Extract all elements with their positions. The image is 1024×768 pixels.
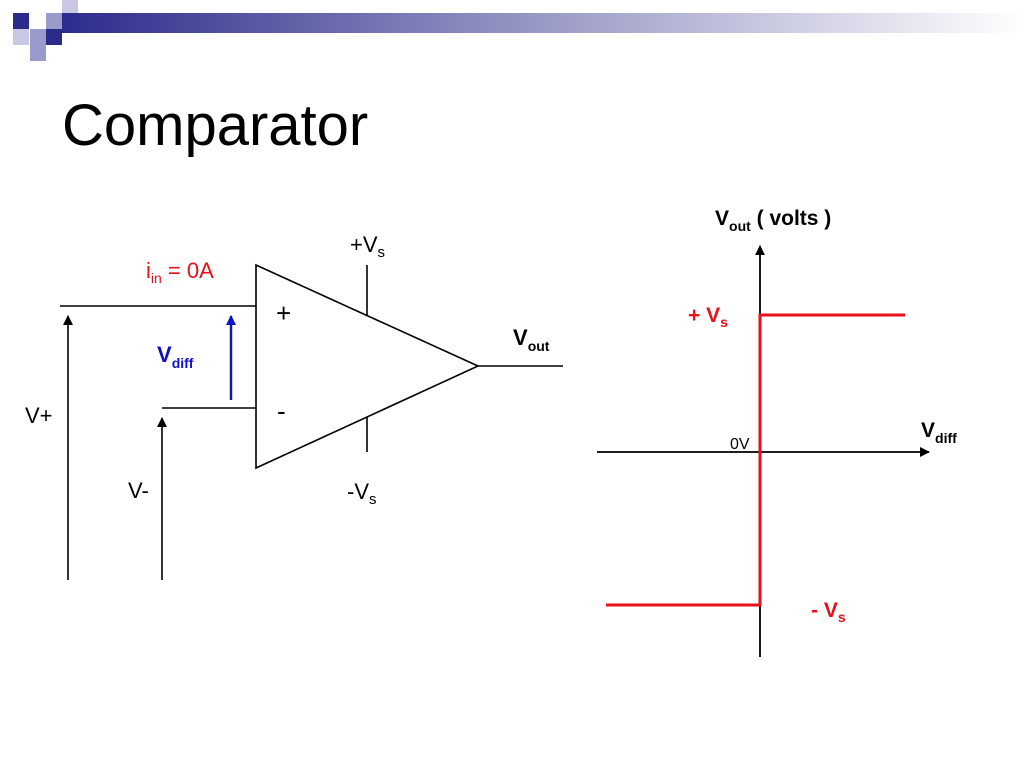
minus-input-sign: - [277, 396, 286, 426]
output-label: Vout [513, 325, 550, 354]
slide-title: Comparator [62, 93, 369, 158]
v-minus-label: V- [128, 478, 149, 503]
header-square [46, 13, 62, 29]
header-square [46, 29, 62, 45]
header-square [30, 29, 46, 45]
header-square [13, 13, 29, 29]
header-decoration [13, 0, 1024, 61]
x-axis-label: Vdiff [921, 419, 957, 446]
header-gradient-bar [62, 13, 1024, 33]
v-plus-label: V+ [25, 403, 53, 428]
header-square [30, 45, 46, 61]
low-level-label: - Vs [811, 599, 846, 625]
header-square [13, 29, 29, 45]
vdiff-label: Vdiff [157, 342, 194, 371]
transfer-graph [597, 245, 930, 657]
negative-supply-label: -Vs [347, 479, 377, 508]
op-amp-circuit [60, 263, 563, 580]
origin-label: 0V [730, 436, 750, 453]
plus-input-sign: + [276, 298, 291, 328]
header-square [62, 0, 78, 13]
transfer-trace [606, 313, 905, 607]
positive-supply-label: +Vs [350, 232, 385, 261]
input-current-label: iin = 0A [146, 258, 214, 286]
high-level-label: + Vs [688, 304, 728, 330]
y-axis-label: Vout ( volts ) [715, 207, 831, 234]
header-square [30, 13, 46, 29]
